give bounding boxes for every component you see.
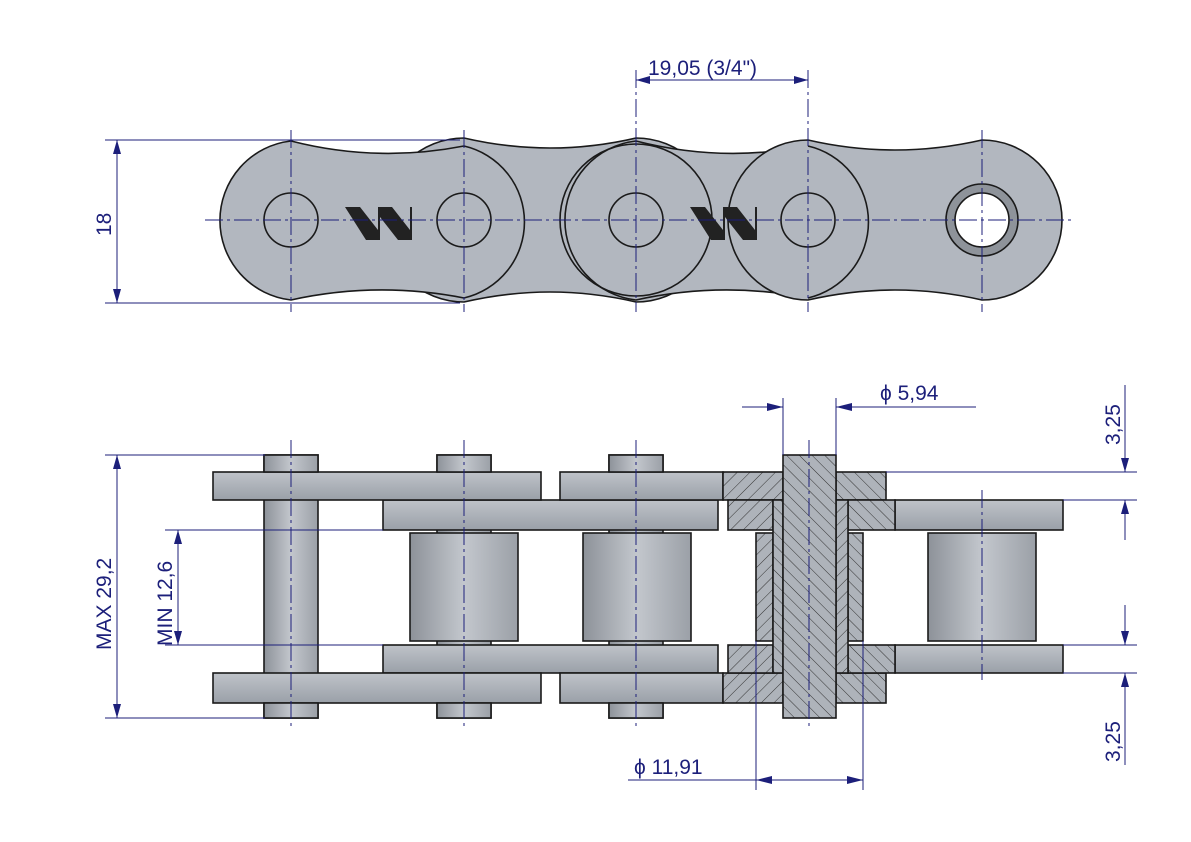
roller-section xyxy=(755,532,774,642)
outer-plate xyxy=(559,471,724,501)
inner-plate xyxy=(894,644,1064,674)
top-view: 19,05 (3/4") 18 xyxy=(93,57,1072,312)
inner-plate xyxy=(894,499,1064,531)
pitch-dimension: 19,05 (3/4") xyxy=(648,57,757,80)
roller-section xyxy=(847,532,864,642)
roller-diameter-dimension: ϕ 11,91 xyxy=(634,756,703,779)
side-view: MAX 29,2 MIN 12,6 ϕ 5,94 3,25 3,25 ϕ 11, xyxy=(93,382,1137,790)
outer-plate xyxy=(212,471,542,501)
roller xyxy=(582,532,692,642)
outer-plate xyxy=(559,672,724,704)
inner-plate xyxy=(382,499,719,531)
height-dimension: 18 xyxy=(93,213,116,236)
top-thickness-dimension: 3,25 xyxy=(1102,404,1125,445)
logo-w-icon xyxy=(690,207,757,240)
bottom-thickness-dimension: 3,25 xyxy=(1102,721,1125,762)
min-width-dimension: MIN 12,6 xyxy=(154,561,177,646)
max-width-dimension: MAX 29,2 xyxy=(93,558,116,650)
logo-w-icon xyxy=(345,207,412,240)
inner-plate xyxy=(382,644,719,674)
pin-diameter-dimension: ϕ 5,94 xyxy=(880,382,939,405)
bushing-section xyxy=(772,499,784,674)
outer-plate xyxy=(212,672,542,704)
bushing-section xyxy=(835,499,849,674)
